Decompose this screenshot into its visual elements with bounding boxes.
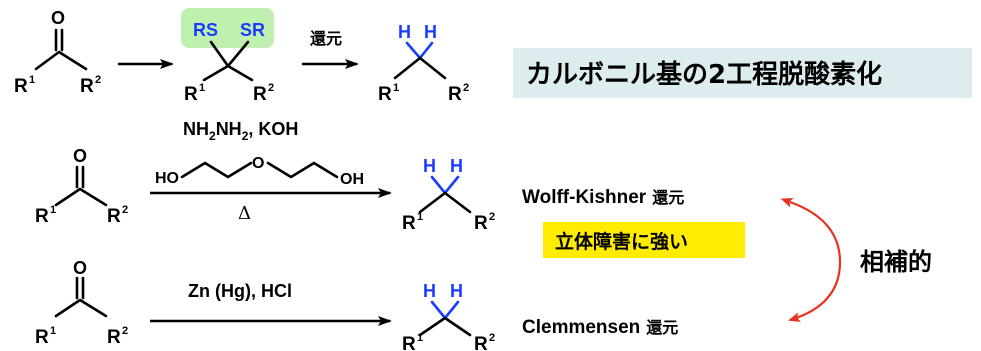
row2-alkane: H H R 1 R 2 bbox=[402, 156, 495, 234]
row3-h-right: H bbox=[450, 281, 463, 301]
thioacetal-r1: R bbox=[184, 84, 198, 105]
superscript-1: 1 bbox=[50, 325, 56, 337]
row3-ketone-r1: R bbox=[35, 327, 49, 348]
row3-alkane-r1: R bbox=[402, 334, 416, 351]
row2-alkane-r2: R bbox=[474, 213, 488, 234]
alkane-r2: R bbox=[448, 84, 462, 105]
wolff-reagents: NH2NH2, KOH HO O OH bbox=[155, 119, 364, 188]
superscript-1: 1 bbox=[199, 82, 205, 94]
page-title: カルボニル基の2工程脱酸素化 bbox=[526, 60, 882, 90]
alkane-h-right: H bbox=[424, 22, 437, 42]
row3-h-left: H bbox=[423, 281, 436, 301]
row3-ketone-oxygen: O bbox=[73, 258, 87, 278]
title-box bbox=[513, 48, 972, 98]
row2-alkane-r1: R bbox=[402, 213, 416, 234]
clemmensen-reagent: Zn (Hg), HCl bbox=[188, 281, 292, 301]
row1-ketone-r1: R bbox=[14, 76, 28, 97]
superscript-1: 1 bbox=[417, 332, 423, 344]
steric-badge bbox=[543, 222, 745, 258]
diethylene-glycol-oh: OH bbox=[340, 171, 364, 188]
superscript-1: 1 bbox=[393, 82, 399, 94]
heat-symbol: Δ bbox=[238, 203, 251, 224]
thioacetal-highlight bbox=[181, 8, 274, 48]
thioacetal-r2: R bbox=[253, 84, 267, 105]
superscript-2: 2 bbox=[463, 82, 469, 94]
row1-alkane: H H R 1 R 2 bbox=[378, 22, 469, 105]
row2-h-left: H bbox=[423, 156, 436, 176]
row2-ketone-r2: R bbox=[107, 206, 121, 227]
row2-ketone-r1: R bbox=[35, 206, 49, 227]
diethylene-glycol-o: O bbox=[252, 155, 264, 172]
row3-alkane: H H R 1 R 2 bbox=[402, 281, 495, 351]
diethylene-glycol-ho: HO bbox=[155, 170, 179, 187]
row3-alkane-r2: R bbox=[474, 334, 488, 351]
wolff-reagent-1: NH2NH2, KOH bbox=[183, 119, 298, 143]
row1-thioacetal: RS SR R 1 R 2 bbox=[181, 8, 274, 105]
row1-ketone-r2: R bbox=[80, 76, 94, 97]
superscript-2: 2 bbox=[95, 74, 101, 86]
row1-ketone: O R 1 R 2 bbox=[14, 8, 101, 97]
thioacetal-rs: RS bbox=[193, 20, 218, 40]
thioacetal-sr: SR bbox=[240, 20, 265, 40]
complementary-arrow bbox=[780, 197, 842, 322]
superscript-2: 2 bbox=[268, 82, 274, 94]
alkane-h-left: H bbox=[398, 22, 411, 42]
superscript-2: 2 bbox=[122, 204, 128, 216]
superscript-1: 1 bbox=[417, 211, 423, 223]
row3-ketone-r2: R bbox=[107, 327, 121, 348]
row3-ketone: O R 1 R 2 bbox=[35, 258, 128, 348]
superscript-2: 2 bbox=[489, 211, 495, 223]
superscript-1: 1 bbox=[50, 204, 56, 216]
alkane-r1: R bbox=[378, 84, 392, 105]
superscript-2: 2 bbox=[122, 325, 128, 337]
row2-ketone: O R 1 R 2 bbox=[35, 146, 128, 227]
superscript-1: 1 bbox=[29, 74, 35, 86]
superscript-2: 2 bbox=[489, 332, 495, 344]
row1-reduction-label: 還元 bbox=[310, 29, 342, 48]
row2-ketone-oxygen: O bbox=[73, 146, 87, 166]
steric-badge-label: 立体障害に強い bbox=[555, 230, 688, 253]
complementary-label: 相補的 bbox=[860, 248, 932, 276]
row2-h-right: H bbox=[450, 156, 463, 176]
row1-ketone-oxygen: O bbox=[51, 8, 65, 28]
